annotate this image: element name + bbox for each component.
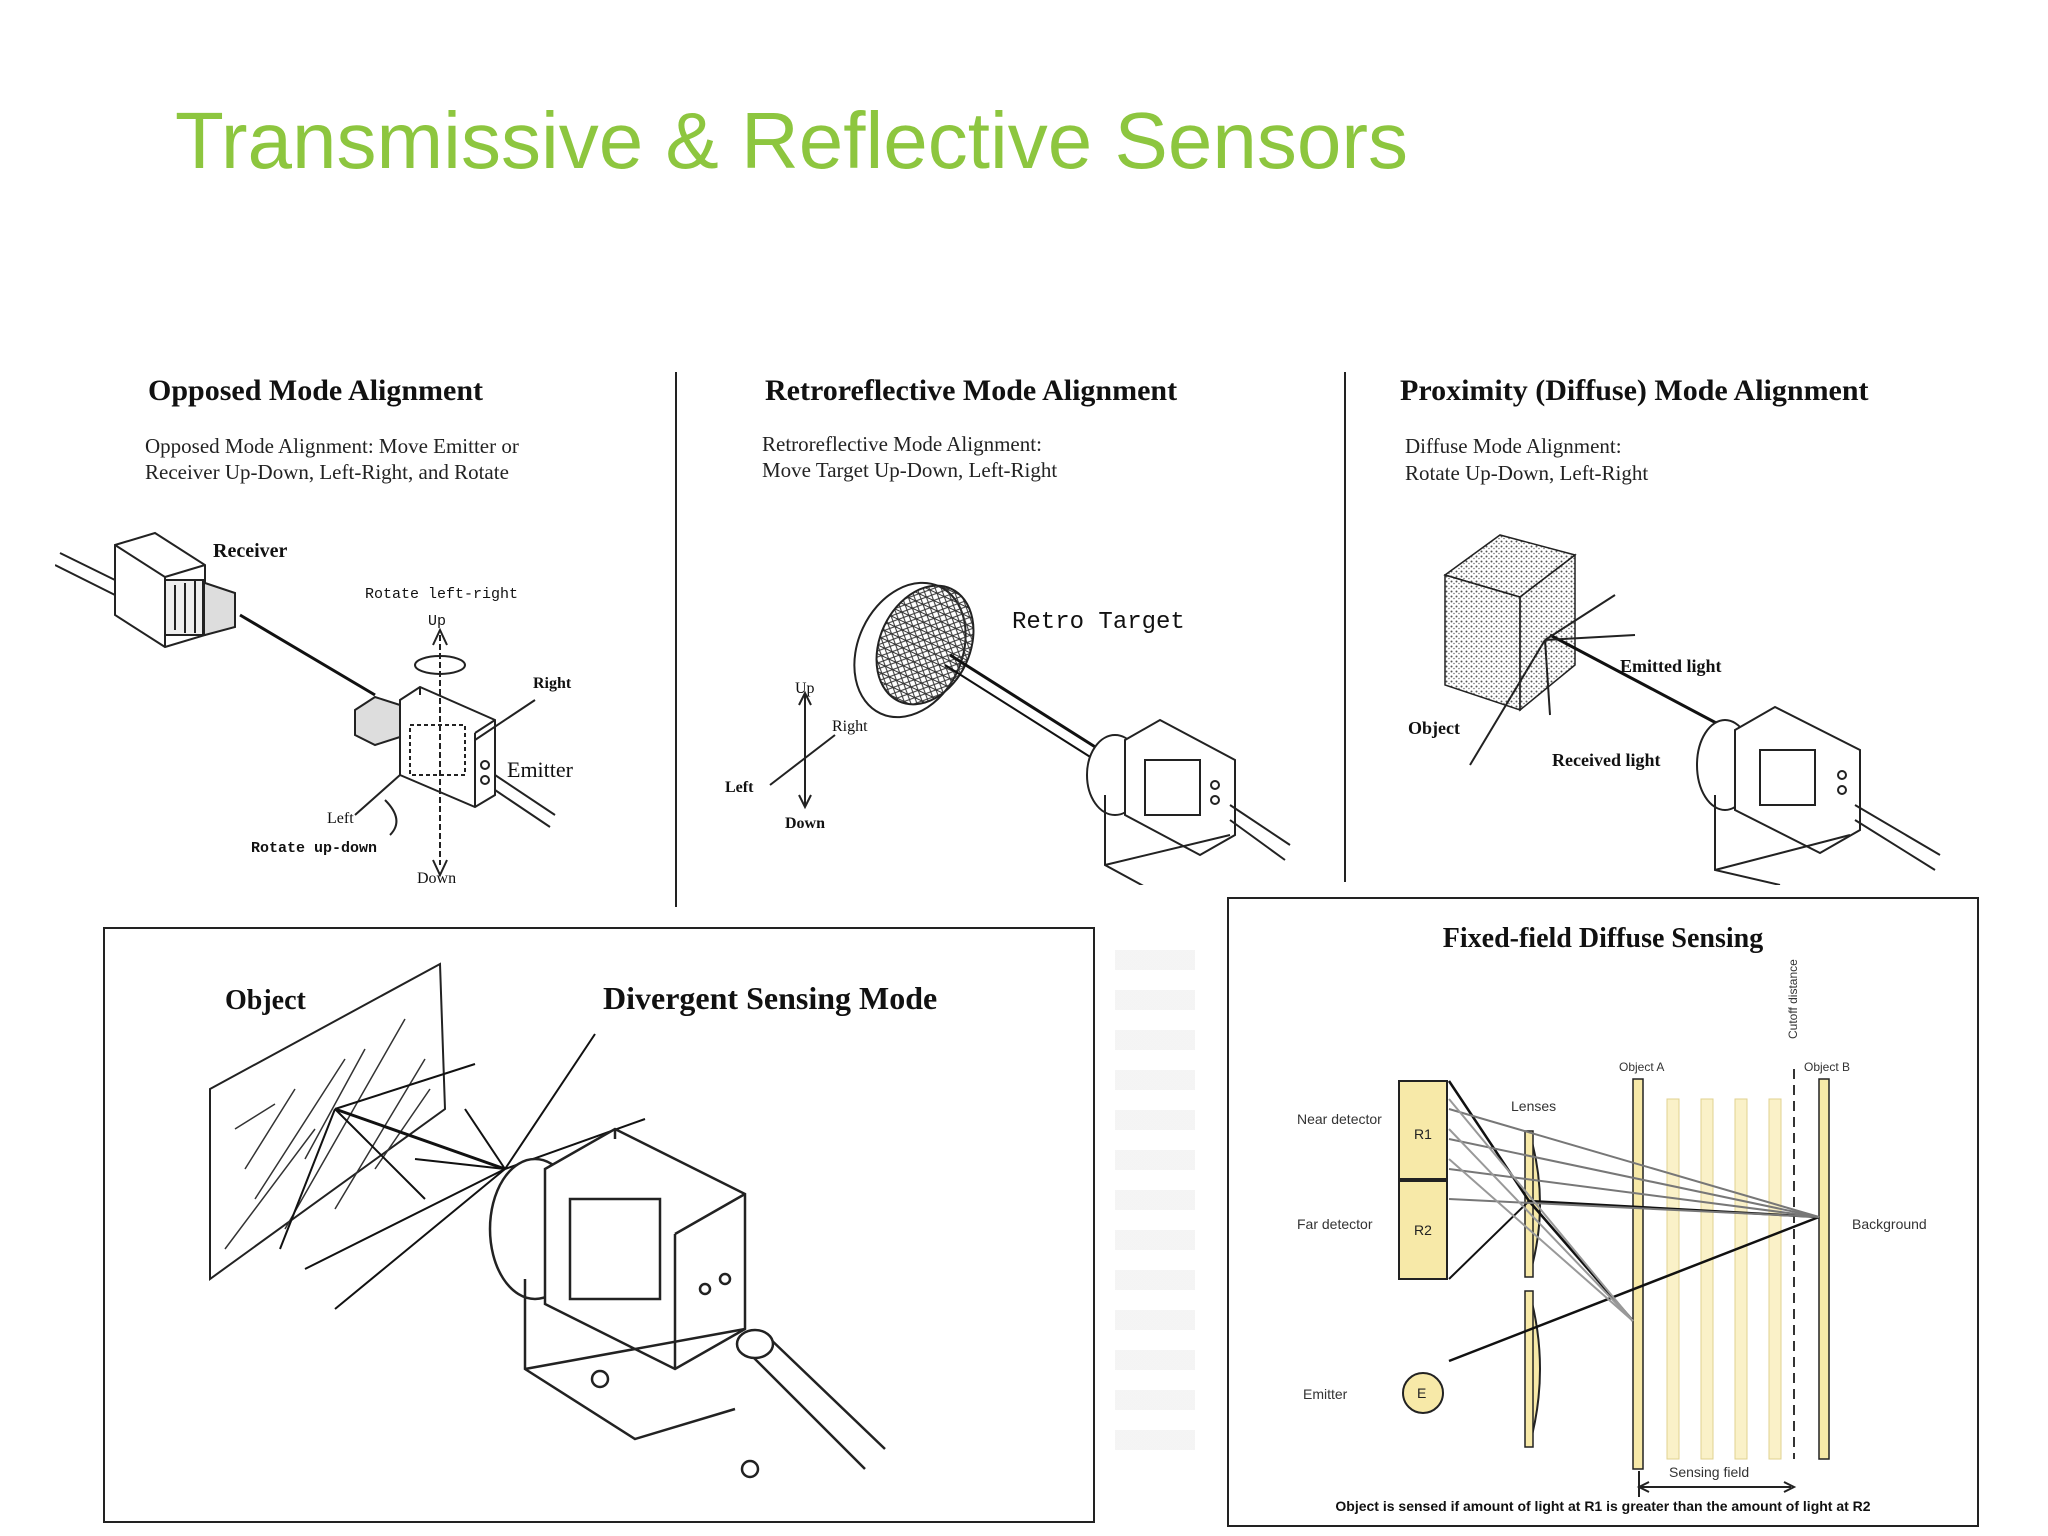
far-detector-r2 — [1398, 1180, 1448, 1280]
receiver-sensor — [114, 531, 236, 649]
right-arrow-icon — [474, 699, 536, 741]
sensing-field-arrow-left-icon — [1636, 1481, 1650, 1493]
reflect-ray-1 — [1544, 594, 1616, 641]
opposed-desc-line2: Receiver Up-Down, Left-Right, and Rotate — [145, 460, 509, 484]
retro-heading: Retroreflective Mode Alignment — [765, 374, 1177, 407]
e-label: E — [1417, 1385, 1426, 1401]
fixed-field-caption: Object is sensed if amount of light at R… — [1335, 1498, 1870, 1514]
up-label: Up — [428, 613, 446, 630]
divergent-mode-panel: Object Divergent Sensing Mode — [103, 927, 1095, 1523]
retro-desc-line1: Retroreflective Mode Alignment: — [762, 432, 1042, 456]
emitter-e-icon — [1402, 1372, 1444, 1414]
far-detector-label: Far detector — [1297, 1216, 1373, 1232]
object-b-label: Object B — [1804, 1060, 1850, 1074]
down-label: Down — [417, 870, 456, 887]
retro-left-label: Left — [725, 779, 754, 796]
fixed-field-diagram: Fixed-field Diffuse Sensing Cutoff dista… — [1297, 923, 1927, 1514]
retro-sensor — [1086, 718, 1291, 885]
retroreflective-diagram: Retroreflective Mode Alignment Retrorefl… — [725, 374, 1291, 885]
opposed-mode-panel: Opposed Mode Alignment Opposed Mode Alig… — [55, 365, 675, 905]
left-label: Left — [327, 810, 354, 827]
retro-down-arrow-icon — [798, 794, 812, 810]
emitter-lens-edge — [1524, 1290, 1534, 1448]
proximity-sensor — [1696, 705, 1941, 885]
proximity-mode-panel: Proximity (Diffuse) Mode Alignment Diffu… — [1380, 365, 2040, 885]
sensing-field-label: Sensing field — [1669, 1464, 1749, 1480]
proximity-desc-line2: Rotate Up-Down, Left-Right — [1405, 461, 1648, 485]
sensing-field-arrow-right-icon — [1783, 1481, 1797, 1493]
field-bar-2 — [1700, 1098, 1714, 1460]
fixed-field-heading: Fixed-field Diffuse Sensing — [1443, 923, 1763, 954]
near-detector-label: Near detector — [1297, 1111, 1382, 1127]
retro-left-right-axis — [769, 734, 836, 786]
divergent-heading: Divergent Sensing Mode — [603, 980, 937, 1016]
emitter-sensor — [354, 685, 556, 828]
emitter-label: Emitter — [1303, 1386, 1348, 1402]
background-bar — [1818, 1078, 1830, 1460]
slide-title: Transmissive & Reflective Sensors — [175, 96, 1408, 185]
retro-right-label: Right — [832, 718, 868, 735]
reflect-ray-2 — [1544, 634, 1636, 641]
retro-target — [853, 581, 975, 719]
rotate-ud-label: Rotate up-down — [251, 840, 377, 857]
retro-down-label: Down — [785, 815, 825, 832]
divergent-rays — [279, 1033, 646, 1310]
cutoff-label: Cutoff distance — [1786, 959, 1800, 1039]
divider-2 — [1344, 372, 1346, 882]
r1-label: R1 — [1414, 1126, 1432, 1142]
right-label: Right — [533, 675, 572, 692]
retro-desc-line2: Move Target Up-Down, Left-Right — [762, 458, 1057, 482]
background-artifact — [1115, 950, 1195, 1450]
retro-up-label: Up — [795, 680, 815, 697]
reflect-ray-4 — [1544, 639, 1551, 716]
divergent-diagram: Object Divergent Sensing Mode — [209, 962, 937, 1479]
field-bar-4 — [1768, 1098, 1782, 1460]
rotate-lr-label: Rotate left-right — [365, 586, 518, 603]
received-light-label: Received light — [1552, 750, 1660, 770]
field-bar-1 — [1666, 1098, 1680, 1460]
receiver-label: Receiver — [213, 540, 288, 562]
opposed-beam — [239, 613, 376, 697]
opposed-desc-line1: Opposed Mode Alignment: Move Emitter or — [145, 434, 519, 458]
left-arrow-icon — [354, 774, 401, 816]
divergent-sensor — [488, 1127, 886, 1479]
fixed-field-panel: Fixed-field Diffuse Sensing Cutoff dista… — [1227, 897, 1979, 1527]
lenses-label: Lenses — [1511, 1098, 1556, 1114]
opposed-heading: Opposed Mode Alignment — [148, 374, 483, 407]
field-bar-3 — [1734, 1098, 1748, 1460]
opposed-mode-diagram: Opposed Mode Alignment Opposed Mode Alig… — [55, 374, 574, 887]
proximity-desc-line1: Diffuse Mode Alignment: — [1405, 434, 1622, 458]
retro-up-arrow-icon — [798, 690, 812, 706]
reflect-ray-3 — [1469, 639, 1546, 766]
divergent-object — [209, 962, 447, 1281]
object-a-bar — [1632, 1078, 1644, 1470]
rotate-lr-icon — [414, 655, 466, 675]
rotate-ud-icon — [384, 799, 398, 836]
near-detector-r1 — [1398, 1080, 1448, 1180]
background-label: Background — [1852, 1216, 1927, 1232]
proximity-object — [1443, 534, 1577, 712]
divergent-object-label: Object — [225, 985, 307, 1016]
proximity-object-label: Object — [1408, 718, 1460, 738]
retro-beam — [949, 653, 1101, 752]
down-arrow-icon — [432, 859, 448, 878]
object-a-label: Object A — [1619, 1060, 1664, 1074]
divider-1 — [675, 372, 677, 907]
proximity-diagram: Proximity (Diffuse) Mode Alignment Diffu… — [1400, 374, 1941, 885]
up-arrow-icon — [432, 627, 448, 646]
retro-target-label: Retro Target — [1012, 609, 1185, 636]
retro-beam-return — [944, 664, 1096, 761]
retroreflective-mode-panel: Retroreflective Mode Alignment Retrorefl… — [710, 365, 1340, 885]
emitter-label: Emitter — [507, 757, 574, 782]
r2-label: R2 — [1414, 1222, 1432, 1238]
emitted-light-beam — [1549, 633, 1721, 727]
proximity-heading: Proximity (Diffuse) Mode Alignment — [1400, 374, 1869, 407]
receiver-cable — [55, 552, 118, 596]
emitted-light-label: Emitted light — [1620, 656, 1722, 676]
fixed-field-rays — [1447, 1080, 1820, 1363]
